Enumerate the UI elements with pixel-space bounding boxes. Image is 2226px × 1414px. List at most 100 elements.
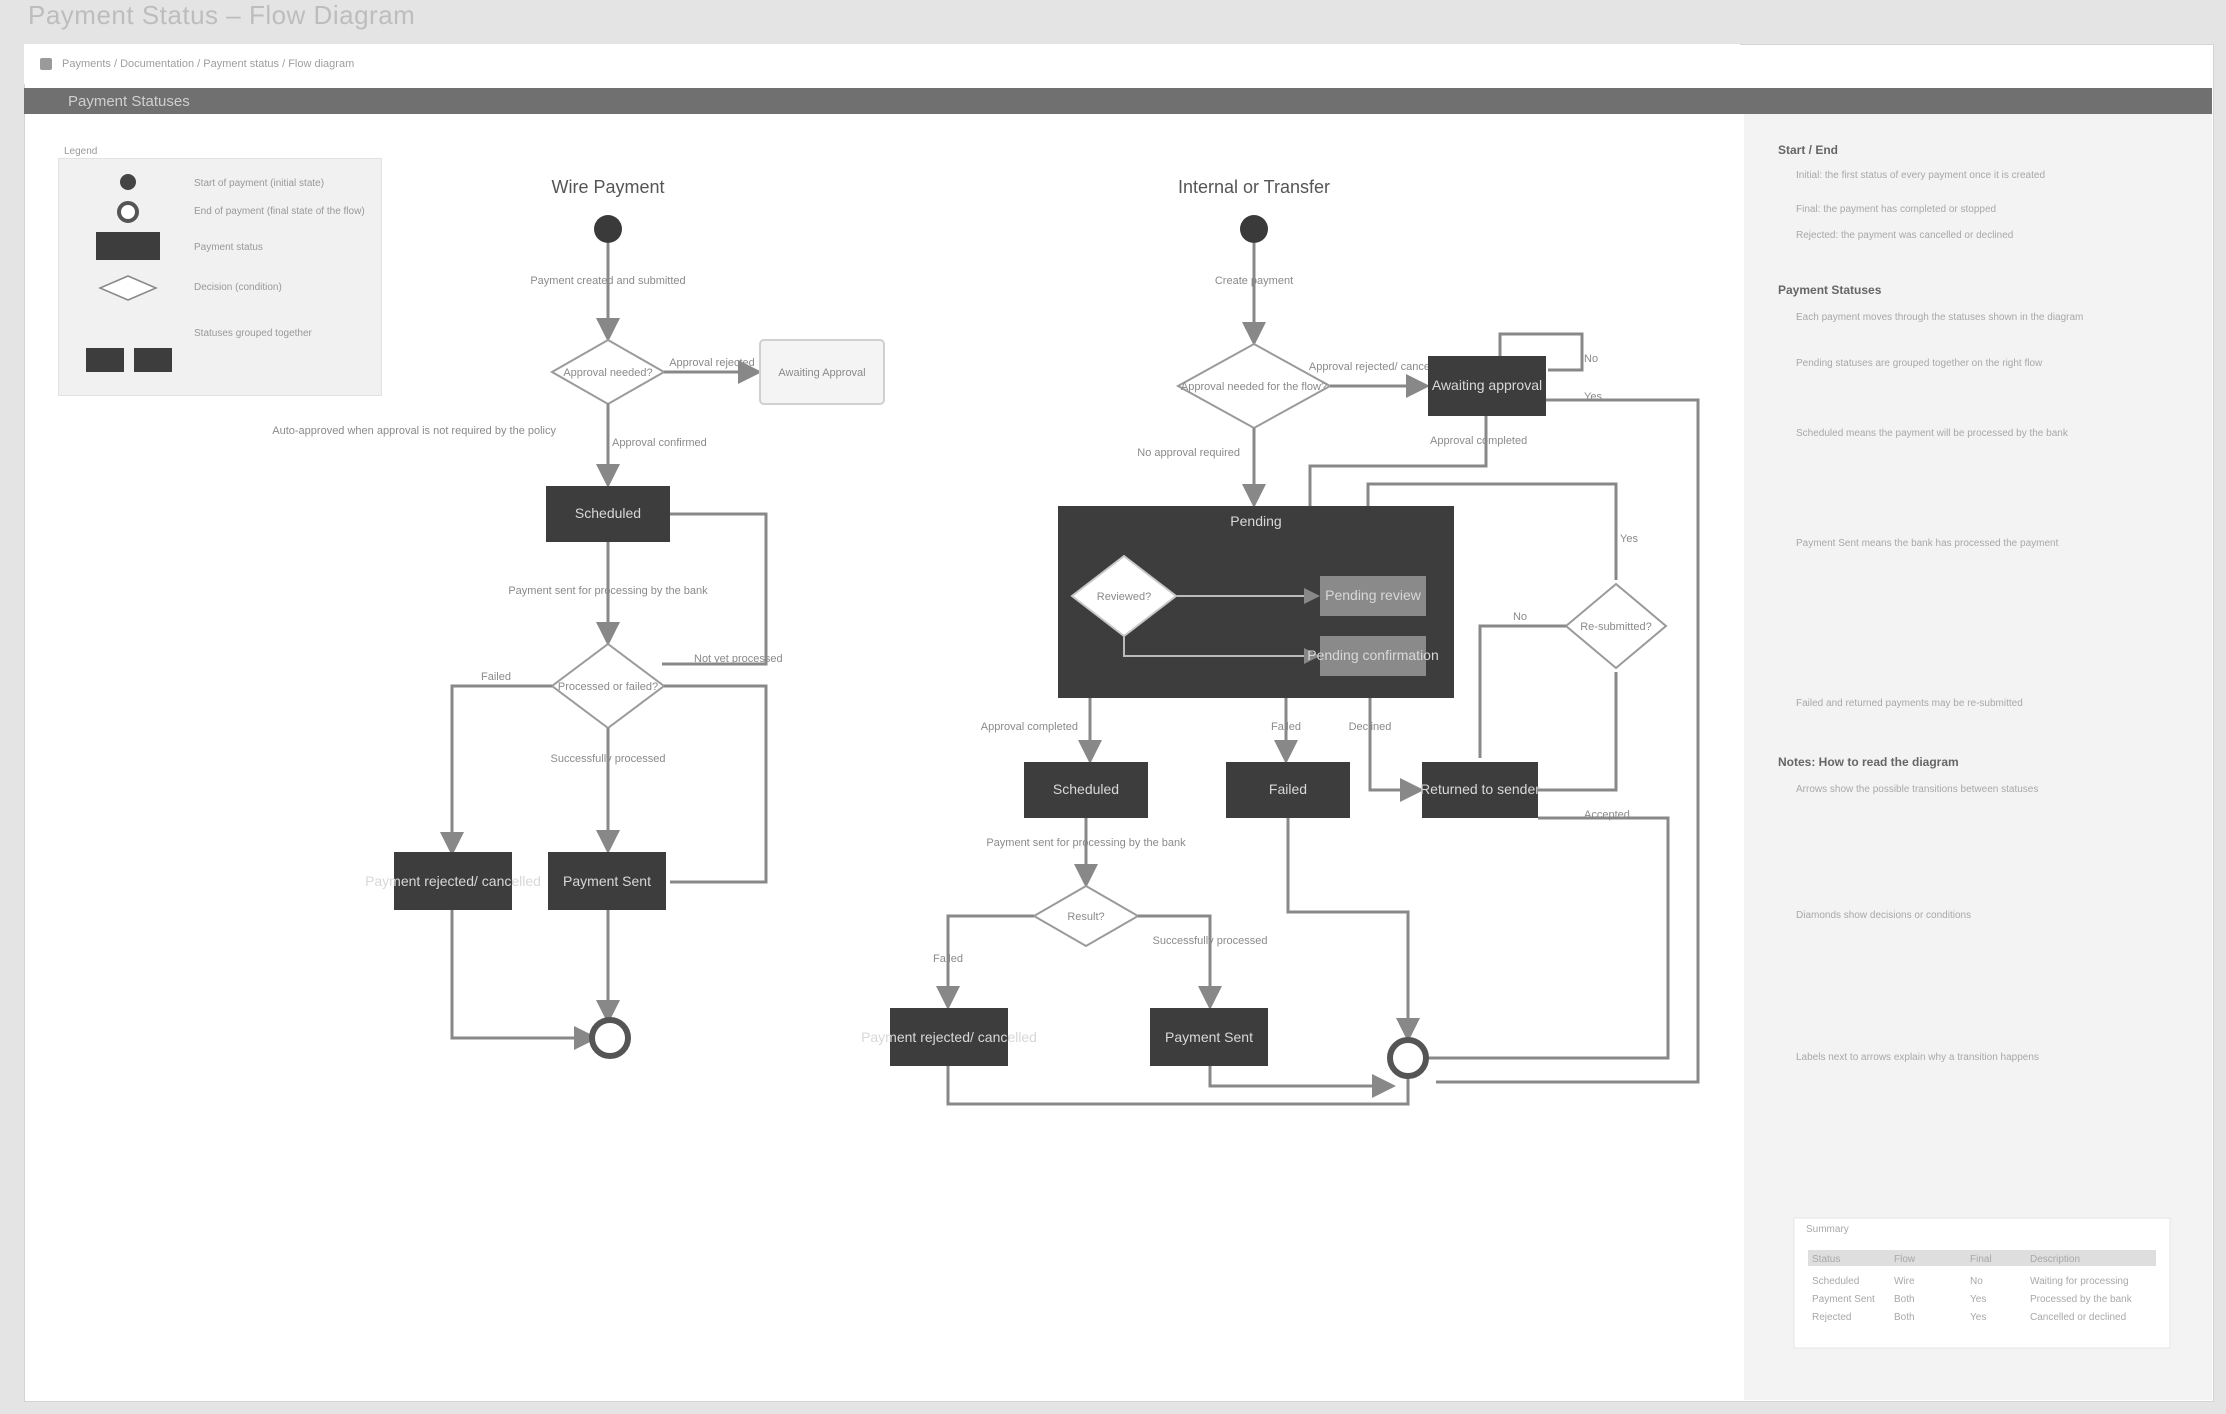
summary-th-2: Final: [1970, 1254, 1992, 1265]
wire-success-decision-label: Processed or failed?: [558, 681, 658, 693]
legend-decision-label: Decision (condition): [194, 282, 282, 293]
summary-cell-0-0: Scheduled: [1812, 1276, 1859, 1287]
internal-edge-resubmit-yes: [1366, 482, 1618, 580]
wire-awaiting-approval-label: Awaiting Approval: [778, 367, 865, 379]
internal-returned-node[interactable]: [1422, 762, 1538, 818]
legend-group-icon-b: [134, 348, 172, 372]
wire-edge-return: [664, 684, 768, 884]
internal-resubmit-decision-label: Re-submitted?: [1580, 621, 1652, 633]
internal-approval-decision-label: Approval needed for the flow?: [1181, 381, 1327, 393]
notes-line-1-1: Initial: the first status of every payme…: [1796, 170, 2045, 181]
wire-start-node[interactable]: [594, 215, 622, 243]
window-title: Payment Status – Flow Diagram: [28, 0, 416, 30]
notes-line-3-3: Labels next to arrows explain why a tran…: [1796, 1052, 2039, 1063]
internal-rejected-node[interactable]: [890, 1008, 1008, 1066]
breadcrumb: Payments / Documentation / Payment statu…: [24, 44, 1740, 84]
notes-line-3-2: Diamonds show decisions or conditions: [1796, 910, 1971, 921]
section-header: Payment Statuses: [24, 88, 2212, 114]
summary-cell-0-3: Waiting for processing: [2030, 1276, 2129, 1287]
wire-label-auto-approved: Auto-approved when approval is not requi…: [272, 425, 556, 437]
internal-result-decision-label: Result?: [1067, 911, 1104, 923]
internal-edge-to-returned: [1368, 698, 1424, 802]
internal-label-create: Create payment: [1215, 275, 1293, 287]
wire-label-not-processed: Not yet processed: [694, 653, 783, 665]
internal-label-no-2: No: [1513, 611, 1527, 623]
internal-label-no-approval: No approval required: [1137, 447, 1240, 459]
wire-scheduled-node[interactable]: [546, 486, 670, 542]
internal-end-node[interactable]: [1387, 1037, 1429, 1079]
internal-returned-label: Returned to sender: [1420, 781, 1540, 797]
internal-result-decision[interactable]: [1031, 884, 1141, 948]
internal-label-approved-2: Approval completed: [981, 721, 1078, 733]
internal-start-node[interactable]: [1240, 215, 1268, 243]
summary-cell-2-0: Rejected: [1812, 1312, 1851, 1323]
summary-table: [1793, 1217, 2171, 1349]
home-icon[interactable]: [40, 58, 52, 70]
wire-scheduled-label: Scheduled: [575, 505, 641, 521]
summary-cell-1-3: Processed by the bank: [2030, 1294, 2133, 1305]
internal-label-failed: Failed: [1271, 721, 1301, 733]
legend-end-icon: [117, 201, 139, 223]
wire-edge-not-processed: [662, 512, 768, 666]
internal-scheduled-node[interactable]: [1024, 762, 1148, 818]
summary-cell-2-2: Yes: [1970, 1312, 1986, 1323]
notes-line-2-5: Failed and returned payments may be re-s…: [1796, 698, 2023, 709]
wire-label-success: Successfully processed: [551, 753, 666, 765]
internal-edge-sent-end: [1208, 1066, 1396, 1098]
wire-edge-rejected-end: [450, 910, 598, 1050]
wire-rejected-node[interactable]: [394, 852, 512, 910]
notes-heading-1: Start / End: [1778, 143, 1838, 157]
legend-decision-icon: [98, 275, 158, 301]
wire-label-approval-rejected: Approval rejected: [669, 357, 755, 369]
notes-panel: [1744, 114, 2212, 1400]
internal-edge-returned-end: [1428, 816, 1670, 1060]
internal-edge-self-loop: [1498, 332, 1584, 372]
legend-status-icon: [96, 232, 160, 260]
summary-cell-0-1: Wire: [1894, 1276, 1915, 1287]
wire-label-approved: Approval confirmed: [612, 437, 707, 449]
breadcrumb-text[interactable]: Payments / Documentation / Payment statu…: [62, 58, 355, 70]
legend-box: [58, 158, 382, 396]
flow-internal: Internal or Transfer Create payment Appr…: [861, 177, 1700, 1106]
legend-start-icon: [120, 174, 136, 190]
internal-failed-label: Failed: [1269, 781, 1307, 797]
wire-label-failed: Failed: [481, 671, 511, 683]
wire-payment-sent-node[interactable]: [548, 852, 666, 910]
wire-label-processing: Payment sent for processing by the bank: [508, 585, 708, 597]
internal-pending-review-node[interactable]: [1320, 576, 1426, 616]
notes-line-2-4: Payment Sent means the bank has processe…: [1796, 538, 2059, 549]
wire-edge-failed: [440, 684, 552, 856]
internal-label-approval-rejected: Approval rejected/ cancelled: [1309, 361, 1447, 373]
internal-rejected-label: Payment rejected/ cancelled: [861, 1029, 1037, 1045]
internal-payment-sent-node[interactable]: [1150, 1008, 1268, 1066]
internal-edge-returned-loop: [1538, 672, 1618, 792]
legend-end-label: End of payment (final state of the flow): [194, 206, 365, 217]
wire-label-create: Payment created and submitted: [530, 275, 685, 287]
internal-pending-confirm-label: Pending confirmation: [1307, 647, 1439, 663]
internal-awaiting-approval-label: Awaiting approval: [1432, 377, 1542, 393]
internal-pending-confirm-node[interactable]: [1320, 636, 1426, 676]
internal-label-failed-2: Failed: [933, 953, 963, 965]
wire-rejected-label: Payment rejected/ cancelled: [365, 873, 541, 889]
legend-status-label: Payment status: [194, 242, 263, 253]
internal-label-success: Successfully processed: [1153, 935, 1268, 947]
internal-failed-node[interactable]: [1226, 762, 1350, 818]
section-title: Payment Statuses: [68, 92, 190, 110]
internal-awaiting-approval-node[interactable]: [1428, 356, 1546, 416]
flow-wire: Wire Payment Payment created and submitt…: [272, 177, 885, 1059]
internal-label-accepted: Accepted: [1584, 809, 1630, 821]
summary-th-3: Description: [2030, 1254, 2080, 1265]
notes-line-1-2: Final: the payment has completed or stop…: [1796, 204, 1996, 215]
internal-label-yes-2: Yes: [1620, 533, 1638, 545]
internal-edge-failed-end: [1286, 818, 1420, 1042]
wire-end-node[interactable]: [589, 1017, 631, 1059]
internal-edge-result-success: [1138, 914, 1222, 1010]
wire-awaiting-approval-node[interactable]: [759, 339, 885, 405]
summary-table-title: Summary: [1806, 1224, 1849, 1235]
internal-resubmit-decision[interactable]: [1564, 582, 1668, 670]
internal-edge-result-failed: [936, 914, 1034, 1010]
summary-th-1: Flow: [1894, 1254, 1916, 1265]
internal-edge-review-no: [1123, 636, 1320, 664]
summary-cell-0-2: No: [1970, 1276, 1983, 1287]
